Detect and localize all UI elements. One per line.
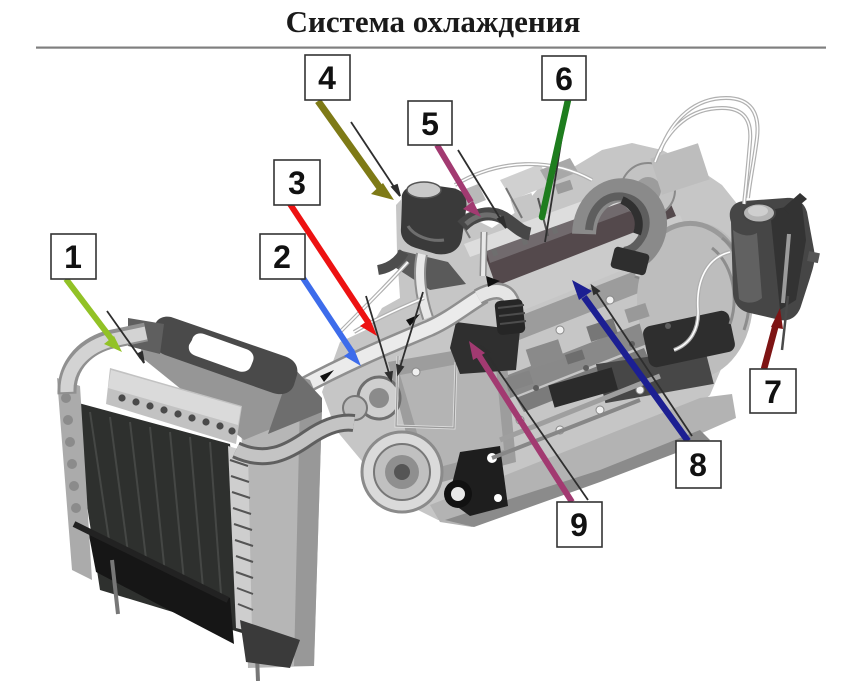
svg-text:7: 7 — [764, 374, 782, 410]
svg-text:4: 4 — [318, 60, 336, 96]
svg-text:Система охлаждения: Система охлаждения — [286, 4, 581, 39]
svg-text:8: 8 — [689, 447, 707, 483]
svg-text:1: 1 — [64, 239, 82, 275]
svg-text:2: 2 — [273, 239, 291, 275]
svg-text:6: 6 — [555, 61, 573, 97]
svg-text:5: 5 — [421, 106, 439, 142]
svg-text:3: 3 — [288, 165, 306, 201]
svg-text:9: 9 — [570, 507, 588, 543]
